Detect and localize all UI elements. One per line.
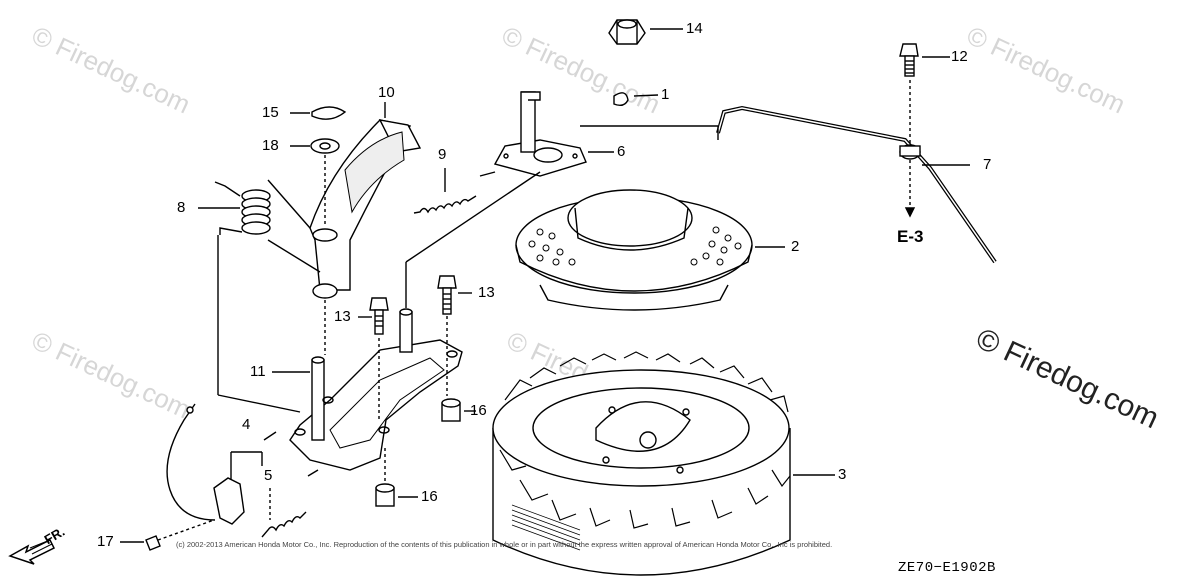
- front-direction-arrow: [8, 538, 56, 565]
- part-label: 7: [983, 156, 992, 173]
- copyright-notice: (c) 2002-2013 American Honda Motor Co., …: [176, 540, 833, 549]
- part-label: 8: [177, 199, 186, 216]
- part-label: 5: [264, 467, 273, 484]
- diagram-code: ZE70−E1902B: [898, 560, 996, 576]
- collar-part-16-upper: [441, 398, 476, 422]
- part-label: 15: [262, 104, 279, 121]
- part-label: 13: [334, 308, 351, 325]
- bolt-part-12: [899, 43, 950, 145]
- key-part-1: [613, 92, 659, 107]
- reference-e3: E-3: [897, 227, 924, 246]
- part-label: 16: [421, 488, 438, 505]
- ground-wire-part-17: [120, 403, 216, 551]
- part-label: 4: [242, 416, 251, 433]
- part-label: 18: [262, 137, 279, 154]
- brake-lever-part-10: [309, 102, 422, 299]
- collar-part-16-lower: [375, 448, 418, 507]
- torsion-spring-part-8: [198, 179, 321, 413]
- part-label: 1: [661, 86, 670, 103]
- washer-part-18: [290, 138, 340, 225]
- clip-part-15: [290, 106, 347, 120]
- part-label: 9: [438, 146, 447, 163]
- spring-part-5: [261, 469, 319, 538]
- linkage-rod-part-7: [580, 105, 997, 264]
- stop-switch-part-4: [213, 431, 277, 525]
- part-label: 11: [250, 363, 266, 380]
- part-label: 12: [951, 48, 968, 65]
- governor-arm-part-6: [493, 91, 614, 177]
- flywheel-part-3: [492, 351, 835, 576]
- part-label: 17: [97, 533, 114, 550]
- starter-cup-part-2: [515, 189, 785, 311]
- bolt-part-13-right: [437, 275, 472, 396]
- part-label: 14: [686, 20, 703, 37]
- part-label: 3: [838, 466, 847, 483]
- part-label: 13: [478, 284, 495, 301]
- spring-part-9: [413, 168, 496, 214]
- part-label: 10: [378, 84, 395, 101]
- part-label: 2: [791, 238, 800, 255]
- bolt-part-13-left: [358, 297, 389, 420]
- part-label: 16: [470, 402, 487, 419]
- flange-nut-part-14: [608, 19, 683, 45]
- part-label: 6: [617, 143, 626, 160]
